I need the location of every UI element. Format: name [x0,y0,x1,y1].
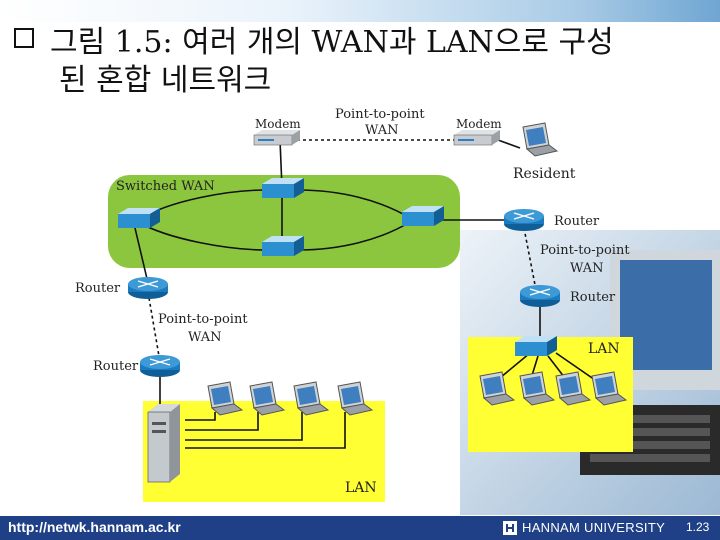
lan-left-links [185,412,346,449]
lan-right-links [494,352,599,383]
switch-router-link [134,227,149,284]
background-computer-photo [460,230,720,515]
p2p-wan-left-link [147,291,161,363]
switched-wan-label: Switched WAN [116,179,215,194]
router-left-bottom-label: Router [93,359,139,374]
router-left-top-label: Router [75,281,121,296]
page-number: 1.23 [686,520,710,534]
lan-right-switch-icon [515,336,557,356]
wan-switch-top-icon [262,178,304,198]
title-line-1: 그림 1.5: 여러 개의 WAN과 LAN으로 구성 [50,25,614,60]
resident-link [497,139,521,149]
wan-switch-bottom-icon [262,236,304,256]
p2p-wan-left-label-1: Point-to-point [158,312,248,327]
footer-bar: http://netwk.hannam.ac.kr HANNAM UNIVERS… [0,516,720,540]
top-header-bar [0,0,720,22]
wan-switch-left-icon [118,208,160,228]
modem-left-icon [253,129,301,146]
footer-url-link[interactable]: http://netwk.hannam.ac.kr [8,519,181,535]
modem-left-label: Modem [255,117,301,131]
lan-left-label: LAN [345,480,377,496]
router-right-top-label: Router [554,214,600,229]
router-right-bottom-icon [519,284,561,308]
resident-label: Resident [513,166,576,182]
p2p-wan-top-label-1: Point-to-point [335,107,425,122]
modem-right-icon [453,129,501,146]
wan-link-2 [297,189,411,219]
slide-title: 그림 1.5: 여러 개의 WAN과 LAN으로 구성 된 혼합 네트워크 [14,24,714,100]
modem-right-label: Modem [456,117,502,131]
wan-link-4 [297,221,411,251]
p2p-wan-left-label-2: WAN [188,330,221,345]
router-right-top-icon [503,208,545,232]
title-line-2: 된 혼합 네트워크 [59,63,272,98]
p2p-wan-right-label-1: Point-to-point [540,243,630,258]
p2p-wan-top-label-2: WAN [365,123,398,138]
resident-laptop-icon [522,122,558,157]
wan-switch-right-icon [402,206,444,226]
footer-university-name: HANNAM UNIVERSITY [522,520,666,535]
router-right-bottom-label: Router [570,290,616,305]
lan-right-label: LAN [588,341,620,357]
router-left-top-icon [127,276,169,300]
university-logo-icon [503,521,517,535]
p2p-wan-right-label-2: WAN [570,261,603,276]
p2p-wan-right-link [523,227,537,291]
lan-left-server-icon [147,404,180,483]
checkbox-bullet-icon [14,28,34,48]
router-left-bottom-icon [139,354,181,378]
